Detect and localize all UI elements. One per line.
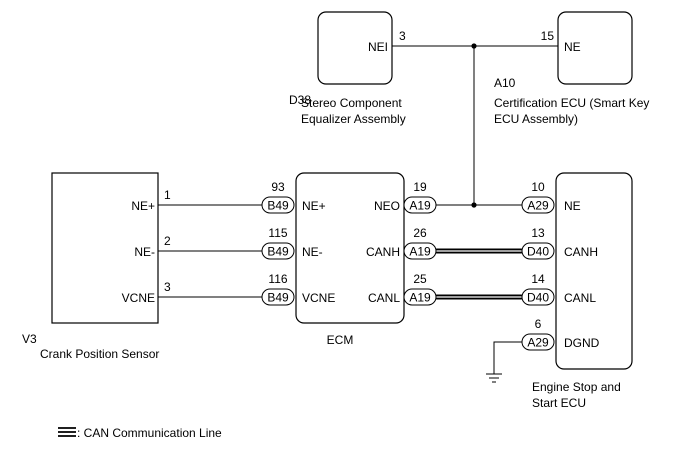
ecm-box (295, 172, 405, 324)
v3-pin-number-1: 1 (164, 188, 171, 202)
d38-pin-label: NEI (368, 40, 388, 54)
start-ecu-pin-number-14: 14 (531, 272, 545, 286)
connector-label: A19 (409, 199, 431, 213)
start-ecu-connector-canl: D40 (521, 288, 555, 306)
start-ecu-pin-label-canh: CANH (564, 245, 598, 259)
ecm-pin-label-canh: CANH (366, 245, 400, 259)
ecm-connector-vcne: B49 (261, 288, 295, 306)
ecm-pin-label-ne-minus: NE- (302, 245, 323, 259)
wire-dgnd (493, 341, 522, 374)
v3-box (51, 172, 159, 324)
a10-pin-label: NE (564, 40, 581, 54)
a10-name-line1: Certification ECU (Smart Key (494, 96, 649, 110)
ecm-pin-label-neo: NEO (374, 199, 400, 213)
connector-label: B49 (267, 245, 289, 259)
ecm-connector-canl: A19 (403, 288, 437, 306)
d38-name-line1: Stereo Component (301, 96, 402, 110)
v3-pin-number-3: 3 (164, 280, 171, 294)
legend: : CAN Communication Line (58, 426, 222, 440)
v3-pin-label-vcne: VCNE (122, 291, 155, 305)
ecm-pin-label-canl: CANL (368, 291, 400, 305)
start-ecu-box (555, 172, 633, 370)
v3-code: V3 (22, 332, 37, 346)
connector-label: B49 (267, 291, 289, 305)
connector-label: A19 (409, 245, 431, 259)
junction-dot-top (471, 43, 477, 49)
can-line-legend-icon (58, 427, 76, 437)
junction-dot-bottom (471, 202, 477, 208)
ecm-pin-number-25: 25 (413, 272, 427, 286)
start-ecu-pin-label-dgnd: DGND (564, 336, 600, 350)
a10-box (557, 11, 633, 85)
ecm-pin-number-115: 115 (268, 226, 287, 240)
d38-box (317, 11, 393, 85)
ecm-pin-label-vcne: VCNE (302, 291, 335, 305)
start-ecu-connector-canh: D40 (521, 242, 555, 260)
ecm-pin-number-19: 19 (413, 180, 427, 194)
ground-icon (486, 373, 502, 383)
start-ecu-pin-label-ne: NE (564, 199, 581, 213)
ecm-name: ECM (327, 333, 354, 347)
ecm-pin-number-116: 116 (268, 272, 287, 286)
start-ecu-name-line1: Engine Stop and (532, 380, 621, 394)
ecm-connector-canh: A19 (403, 242, 437, 260)
a10-code: A10 (494, 76, 516, 90)
wires (158, 43, 558, 383)
start-ecu-pin-number-6: 6 (535, 317, 542, 331)
connector-label: A29 (527, 199, 549, 213)
connector-label: D40 (527, 245, 549, 259)
v3-pin-label-ne-plus: NE+ (131, 199, 155, 213)
ecm-connector-ne-plus: B49 (261, 196, 295, 214)
connector-label: D40 (527, 291, 549, 305)
ecm-pin-label-ne-plus: NE+ (302, 199, 326, 213)
v3-name: Crank Position Sensor (40, 347, 159, 361)
v3-pin-number-2: 2 (164, 234, 171, 248)
start-ecu-name-line2: Start ECU (532, 396, 586, 410)
connector-label: A19 (409, 291, 431, 305)
legend-label: : CAN Communication Line (77, 426, 222, 440)
ecm-connector-ne-minus: B49 (261, 242, 295, 260)
start-ecu-connector-dgnd: A29 (521, 333, 555, 351)
a10-pin-number: 15 (541, 29, 555, 43)
a10-name-line2: ECU Assembly) (494, 112, 578, 126)
ecm-pin-number-93: 93 (271, 180, 285, 194)
ecm-connector-neo: A19 (403, 196, 437, 214)
start-ecu-pin-number-13: 13 (531, 226, 545, 240)
d38-code: D38 (289, 93, 311, 107)
ecm-pin-number-26: 26 (413, 226, 427, 240)
start-ecu-pin-label-canl: CANL (564, 291, 596, 305)
connector-label: B49 (267, 199, 289, 213)
connector-label: A29 (527, 336, 549, 350)
start-ecu-connector-ne: A29 (521, 196, 555, 214)
v3-pin-label-ne-minus: NE- (134, 245, 155, 259)
d38-name-line2: Equalizer Assembly (301, 112, 406, 126)
start-ecu-pin-number-10: 10 (531, 180, 545, 194)
d38-pin-number: 3 (399, 29, 406, 43)
